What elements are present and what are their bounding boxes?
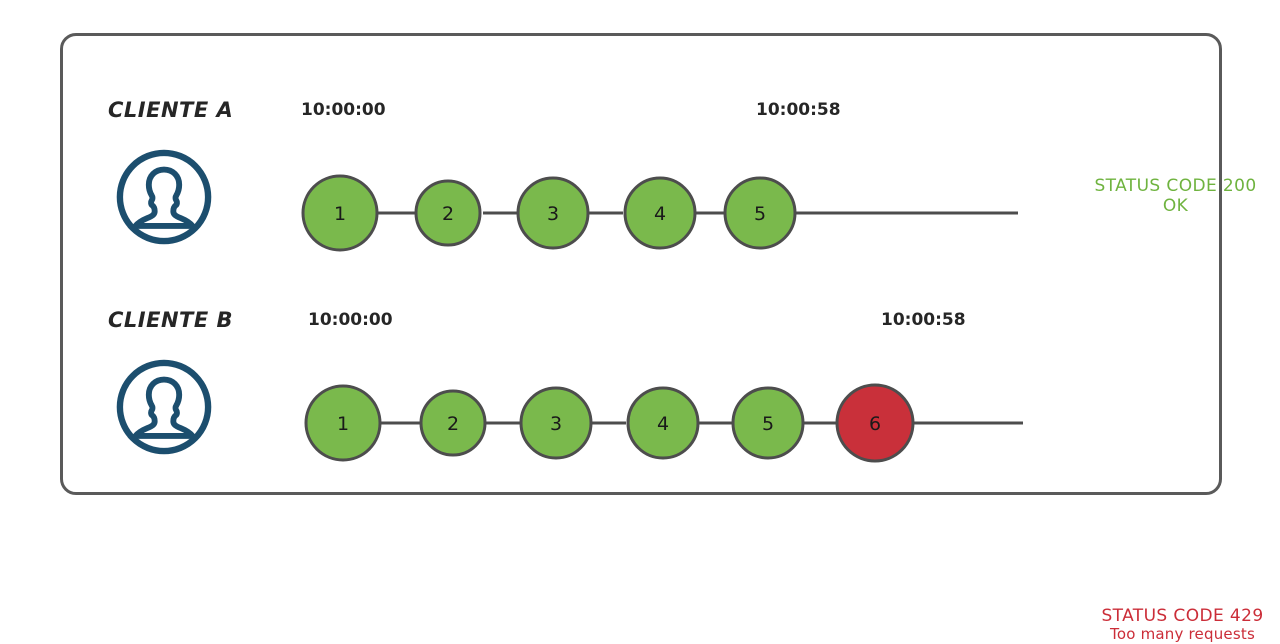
node-a-2-label: 2 <box>442 203 454 225</box>
diagram-frame: CLIENTE A 10:00:00 10:00:58 <box>60 33 1263 643</box>
node-b-4-label: 4 <box>657 413 669 435</box>
node-b-2[interactable]: 2 <box>419 389 487 457</box>
request-chain-a: 1 2 3 4 5 <box>63 168 1063 258</box>
node-b-5-label: 5 <box>762 413 774 435</box>
user-avatar-icon <box>116 359 212 455</box>
timestamp-b-end: 10:00:58 <box>881 310 966 330</box>
node-a-4[interactable]: 4 <box>623 176 697 250</box>
status-b-code: STATUS CODE 429 <box>1101 606 1264 626</box>
node-b-6[interactable]: 6 <box>835 383 915 463</box>
node-a-4-label: 4 <box>654 203 666 225</box>
client-row-a: CLIENTE A 10:00:00 10:00:58 <box>63 58 1256 268</box>
timestamp-b-start: 10:00:00 <box>308 310 393 330</box>
node-b-6-label: 6 <box>869 413 881 435</box>
node-a-5-label: 5 <box>754 203 766 225</box>
node-b-2-label: 2 <box>447 413 459 435</box>
node-a-5[interactable]: 5 <box>723 176 797 250</box>
request-chain-a-svg: 1 2 3 4 5 <box>301 174 1018 252</box>
user-avatar-icon <box>116 149 212 245</box>
node-b-3[interactable]: 3 <box>519 386 593 460</box>
client-label-b: CLIENTE B <box>108 308 234 332</box>
timestamp-a-start: 10:00:00 <box>301 100 386 120</box>
avatar-client-a <box>115 148 213 246</box>
node-a-2[interactable]: 2 <box>414 179 482 247</box>
client-row-b: CLIENTE B 10:00:00 10:00:58 <box>63 268 1263 643</box>
timestamp-a-end: 10:00:58 <box>756 100 841 120</box>
node-b-1-label: 1 <box>337 413 349 435</box>
avatar-client-b <box>115 358 213 456</box>
request-chain-b: 1 2 3 4 5 <box>63 378 1073 468</box>
node-b-1[interactable]: 1 <box>304 384 382 462</box>
node-a-3-label: 3 <box>547 203 559 225</box>
status-block-a: STATUS CODE 200 OK <box>1083 176 1268 216</box>
status-a-code: STATUS CODE 200 <box>1094 176 1257 196</box>
node-a-3[interactable]: 3 <box>516 176 590 250</box>
node-b-4[interactable]: 4 <box>626 386 700 460</box>
status-block-b: STATUS CODE 429 Too many requests <box>1085 606 1280 644</box>
node-b-5[interactable]: 5 <box>731 386 805 460</box>
status-b-message: Too many requests <box>1110 625 1255 644</box>
client-label-a: CLIENTE A <box>108 98 234 122</box>
node-a-1-label: 1 <box>334 203 346 225</box>
request-chain-b-svg: 1 2 3 4 5 <box>304 383 1023 463</box>
node-a-1[interactable]: 1 <box>301 174 379 252</box>
status-a-message: OK <box>1162 196 1189 217</box>
node-b-3-label: 3 <box>550 413 562 435</box>
